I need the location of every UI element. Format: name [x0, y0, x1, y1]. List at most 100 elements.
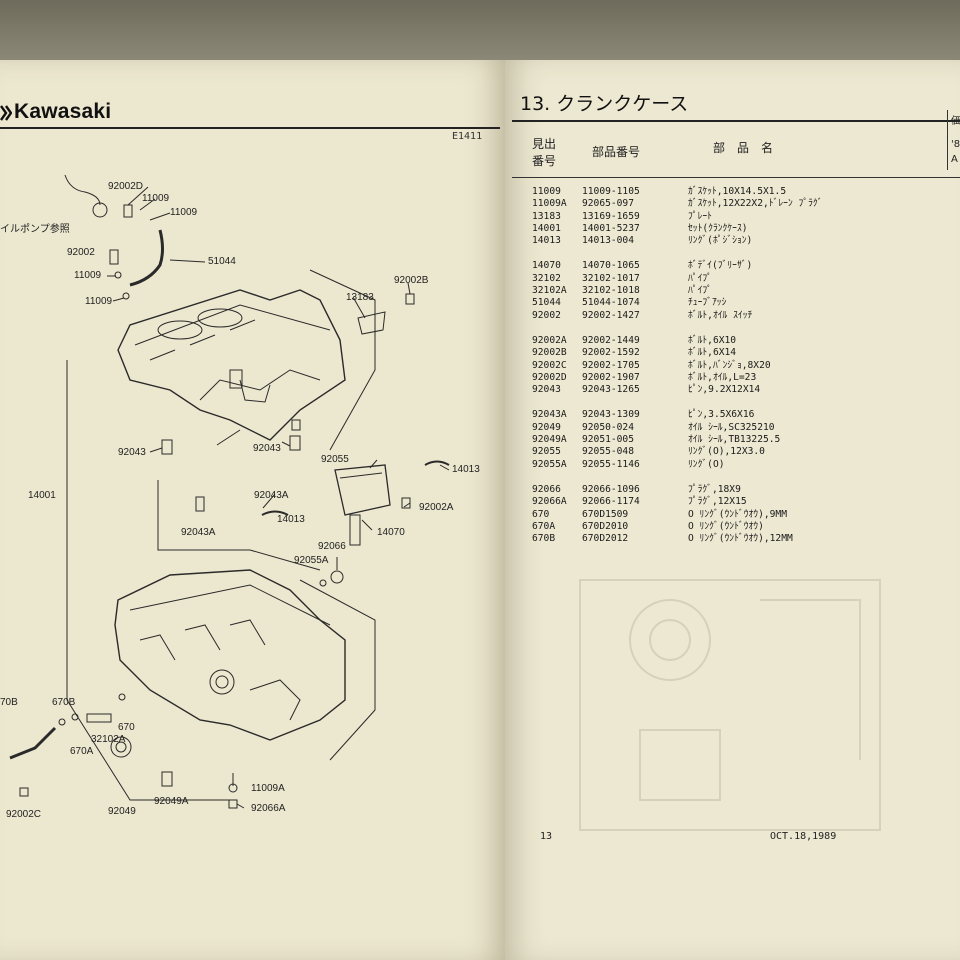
part-name: ﾋﾟﾝ,9.2X12X14 — [688, 384, 761, 396]
part-name: ﾎﾞﾙﾄ,ｵｲﾙ,L=23 — [688, 371, 757, 383]
part-number: 92066-1174 — [582, 496, 640, 508]
ref-number: 14001 — [532, 222, 561, 234]
ref-number: 13183 — [532, 210, 561, 222]
part-name: ﾋﾟﾝ,3.5X6X16 — [688, 409, 755, 421]
ref-number: 11009 — [532, 186, 561, 197]
ref-number: 670A — [532, 520, 556, 532]
ref-number: 92055A — [532, 458, 567, 470]
ref-number: 92049A — [532, 434, 567, 446]
ref-number: 32102 — [532, 272, 561, 284]
part-name: ﾊﾟｲﾌﾟ — [688, 285, 712, 297]
part-name: ｾｯﾄ(ｸﾗﾝｸｹｰｽ) — [688, 222, 748, 234]
label-92002B: 92002B — [394, 275, 429, 286]
edge-char-3: A — [951, 154, 958, 165]
exploded-diagram — [9, 174, 450, 809]
part-number: 51044-1074 — [582, 297, 640, 309]
ref-number: 92002B — [532, 347, 567, 359]
ref-number: 92066A — [532, 496, 567, 508]
section-title: 13. クランクケース — [520, 93, 689, 115]
part-name: ﾎﾞﾙﾄ,6X10 — [688, 334, 737, 346]
part-name: O ﾘﾝｸﾞ(ｳﾝﾄﾞｳｵｳ),12MM — [688, 533, 793, 545]
label-670B: 670B — [52, 697, 76, 708]
label-14013-a: 14013 — [452, 464, 480, 475]
ref-number: 92043A — [532, 409, 567, 421]
ref-number: 51044 — [532, 297, 561, 309]
part-number: 92043-1309 — [582, 409, 640, 421]
part-number: 92065-097 — [582, 198, 634, 210]
part-name: ﾁｭｰﾌﾞｱｯｼ — [688, 297, 727, 309]
background-edge — [0, 0, 960, 60]
part-number: 92043-1265 — [582, 384, 640, 396]
bleed-through-drawing — [579, 579, 881, 831]
label-11009-a: 11009 — [142, 193, 170, 204]
print-date: OCT.18,1989 — [770, 831, 837, 842]
header-ref-line1: 見出 — [532, 137, 557, 151]
page-number: 13 — [540, 831, 553, 842]
part-name: ﾌﾟﾗｸﾞ,12X15 — [688, 496, 747, 508]
ref-number: 92002 — [532, 309, 561, 321]
label-11009-c: 11009 — [74, 270, 102, 281]
part-name: ﾎﾞﾙﾄ,6X14 — [688, 347, 737, 359]
ref-number: 670B — [532, 533, 556, 545]
oil-pump-reference: イルポンプ参照 — [0, 224, 70, 235]
part-name: ﾊﾟｲﾌﾟ — [688, 272, 712, 284]
label-14013-b: 14013 — [277, 514, 305, 525]
ref-number: 32102A — [532, 285, 567, 297]
part-number: 92002-1907 — [582, 371, 640, 383]
table-row: 51044 51044-1074 ﾁｭｰﾌﾞｱｯｼ — [512, 297, 952, 309]
label-92049: 92049 — [108, 806, 136, 817]
part-name: ｶﾞｽｹｯﾄ,10X14.5X1.5 — [688, 186, 787, 197]
ref-number: 14013 — [532, 235, 561, 247]
label-11009-d: 11009 — [85, 296, 113, 307]
ref-number: 670 — [532, 508, 550, 520]
label-13183: 13183 — [346, 292, 374, 303]
label-14001: 14001 — [28, 490, 56, 501]
label-92049A: 92049A — [154, 796, 189, 807]
part-name: ｵｲﾙ ｼｰﾙ,SC325210 — [688, 421, 775, 433]
header-part-no: 部品番号 — [592, 145, 641, 159]
label-92043-b: 92043 — [253, 443, 281, 454]
part-name: ﾎﾞﾙﾄ,ｵｲﾙ ｽｲｯﾁ — [688, 309, 753, 321]
part-name: ﾎﾞﾃﾞｲ(ﾌﾞﾘｰｻﾞ) — [688, 260, 753, 272]
header-part-name: 部 品 名 — [713, 141, 774, 155]
header-ref-line2: 番号 — [532, 154, 557, 168]
part-name: ｶﾞｽｹｯﾄ,12X22X2,ﾄﾞﾚｰﾝ ﾌﾟﾗｸﾞ — [688, 198, 823, 210]
part-number: 92055-048 — [582, 446, 634, 458]
part-number: 32102-1017 — [582, 272, 640, 284]
label-92002D: 92002D — [108, 181, 144, 192]
label-92043A-b: 92043A — [181, 527, 216, 538]
left-page — [0, 60, 505, 960]
label-92066: 92066 — [318, 541, 346, 552]
table-row: 92002D 92002-1907 ﾎﾞﾙﾄ,ｵｲﾙ,L=23 — [512, 372, 952, 384]
edge-char-1: 価 — [951, 116, 960, 127]
ref-number: 92002D — [532, 371, 567, 383]
part-name: ﾌﾟﾗｸﾞ,18X9 — [688, 483, 741, 495]
right-page — [505, 60, 960, 960]
part-number: 14070-1065 — [582, 260, 640, 272]
label-670B-cut: 70B — [0, 697, 18, 708]
part-number: 92050-024 — [582, 421, 634, 433]
part-number: 92002-1705 — [582, 359, 640, 371]
table-row: 92066A 92066-1174 ﾌﾟﾗｸﾞ,12X15 — [512, 496, 952, 508]
table-row: 92043A 92043-1309 ﾋﾟﾝ,3.5X6X16 — [512, 409, 952, 421]
part-name: ﾘﾝｸﾞ(ﾎﾟｼﾞｼｮﾝ) — [688, 235, 753, 247]
